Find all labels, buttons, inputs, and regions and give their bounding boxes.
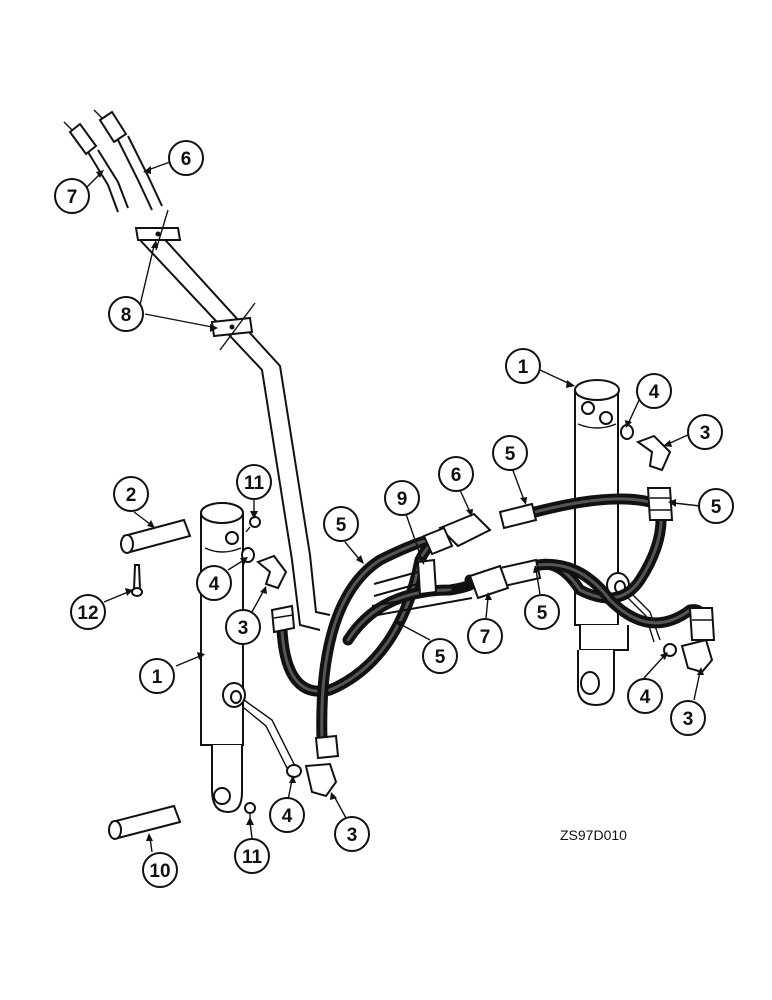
svg-text:1: 1	[518, 357, 529, 378]
callout-12: 12	[70, 594, 106, 630]
svg-text:3: 3	[238, 618, 249, 639]
svg-text:6: 6	[451, 465, 462, 486]
callout-5-top: 5	[492, 435, 528, 471]
hose-fitting-3	[498, 502, 538, 530]
grease-fitting-lower	[244, 802, 256, 820]
grease-fitting-upper	[245, 516, 261, 533]
callout-4-right-lower: 4	[627, 678, 663, 714]
svg-text:4: 4	[209, 574, 220, 595]
callout-7-top: 7	[54, 178, 90, 214]
svg-text:4: 4	[282, 806, 293, 827]
svg-text:4: 4	[640, 687, 651, 708]
callout-10: 10	[142, 852, 178, 888]
cylinder-left-port	[222, 682, 246, 708]
callout-5-center-lower: 5	[524, 594, 560, 630]
callout-4-left-upper: 4	[196, 565, 232, 601]
elbow-right-lower	[680, 638, 714, 674]
svg-text:11: 11	[242, 847, 263, 868]
hose-fitting-2	[314, 734, 340, 760]
svg-text:3: 3	[683, 709, 694, 730]
hose-d	[529, 493, 667, 604]
tube-clamp-center	[416, 558, 438, 596]
elbow-left-upper	[256, 554, 288, 590]
adapter-upper	[422, 512, 492, 556]
callout-2: 2	[113, 476, 149, 512]
pin-upper	[120, 518, 192, 554]
callout-5-right: 5	[698, 488, 734, 524]
elbow-left-lower	[304, 762, 338, 798]
o-ring-right-upper	[620, 424, 634, 440]
pin-lower	[108, 804, 182, 840]
svg-text:12: 12	[77, 603, 98, 624]
svg-text:5: 5	[505, 444, 516, 465]
svg-text:1: 1	[152, 667, 163, 688]
svg-text:9: 9	[397, 489, 408, 510]
svg-text:8: 8	[121, 305, 132, 326]
callout-6-center: 6	[438, 456, 474, 492]
callout-5-left-upper: 5	[323, 506, 359, 542]
hose-fitting-1	[270, 604, 296, 634]
callout-3-right-lower: 3	[670, 700, 706, 736]
callout-7-center: 7	[467, 618, 503, 654]
svg-text:5: 5	[537, 603, 548, 624]
tube-clamp-lower	[210, 302, 256, 351]
tube-fitting-top-left	[63, 121, 98, 156]
svg-text:5: 5	[711, 497, 722, 518]
hose-fitting-5	[688, 607, 716, 641]
hose-fitting-4	[646, 487, 674, 521]
adapter-lower	[468, 564, 510, 600]
callout-11-lower: 11	[234, 838, 270, 874]
svg-text:3: 3	[700, 423, 711, 444]
callout-9: 9	[384, 480, 420, 516]
bolt	[131, 564, 143, 597]
svg-text:7: 7	[480, 627, 491, 648]
callout-4-left-lower: 4	[269, 797, 305, 833]
svg-text:11: 11	[244, 473, 265, 494]
callout-3-right-upper: 3	[687, 414, 723, 450]
svg-text:10: 10	[149, 861, 170, 882]
callout-11-upper: 11	[236, 464, 272, 500]
svg-text:2: 2	[126, 485, 137, 506]
callout-3-left-lower: 3	[334, 816, 370, 852]
tube-clamp-upper	[134, 209, 182, 251]
hose-a	[276, 534, 446, 697]
callout-8: 8	[108, 296, 144, 332]
callout-1-right: 1	[505, 348, 541, 384]
callout-4-right-upper: 4	[636, 373, 672, 409]
callout-6-top: 6	[168, 140, 204, 176]
tube-fitting-top-right	[93, 109, 128, 144]
svg-text:6: 6	[181, 149, 192, 170]
callout-1-left: 1	[139, 658, 175, 694]
drawing-code: ZS97D010	[560, 827, 627, 843]
callout-5-lower: 5	[422, 638, 458, 674]
elbow-right-upper	[635, 434, 672, 472]
hose-b	[316, 534, 434, 746]
callout-3-left-upper: 3	[225, 609, 261, 645]
svg-text:4: 4	[649, 382, 660, 403]
cylinder-right	[574, 379, 661, 707]
leader-lines	[85, 161, 704, 853]
steel-tube-assembly	[63, 109, 331, 631]
svg-text:5: 5	[435, 647, 446, 668]
svg-text:5: 5	[336, 515, 347, 536]
svg-text:7: 7	[67, 187, 78, 208]
o-ring-left-lower	[286, 764, 302, 778]
svg-text:3: 3	[347, 825, 358, 846]
